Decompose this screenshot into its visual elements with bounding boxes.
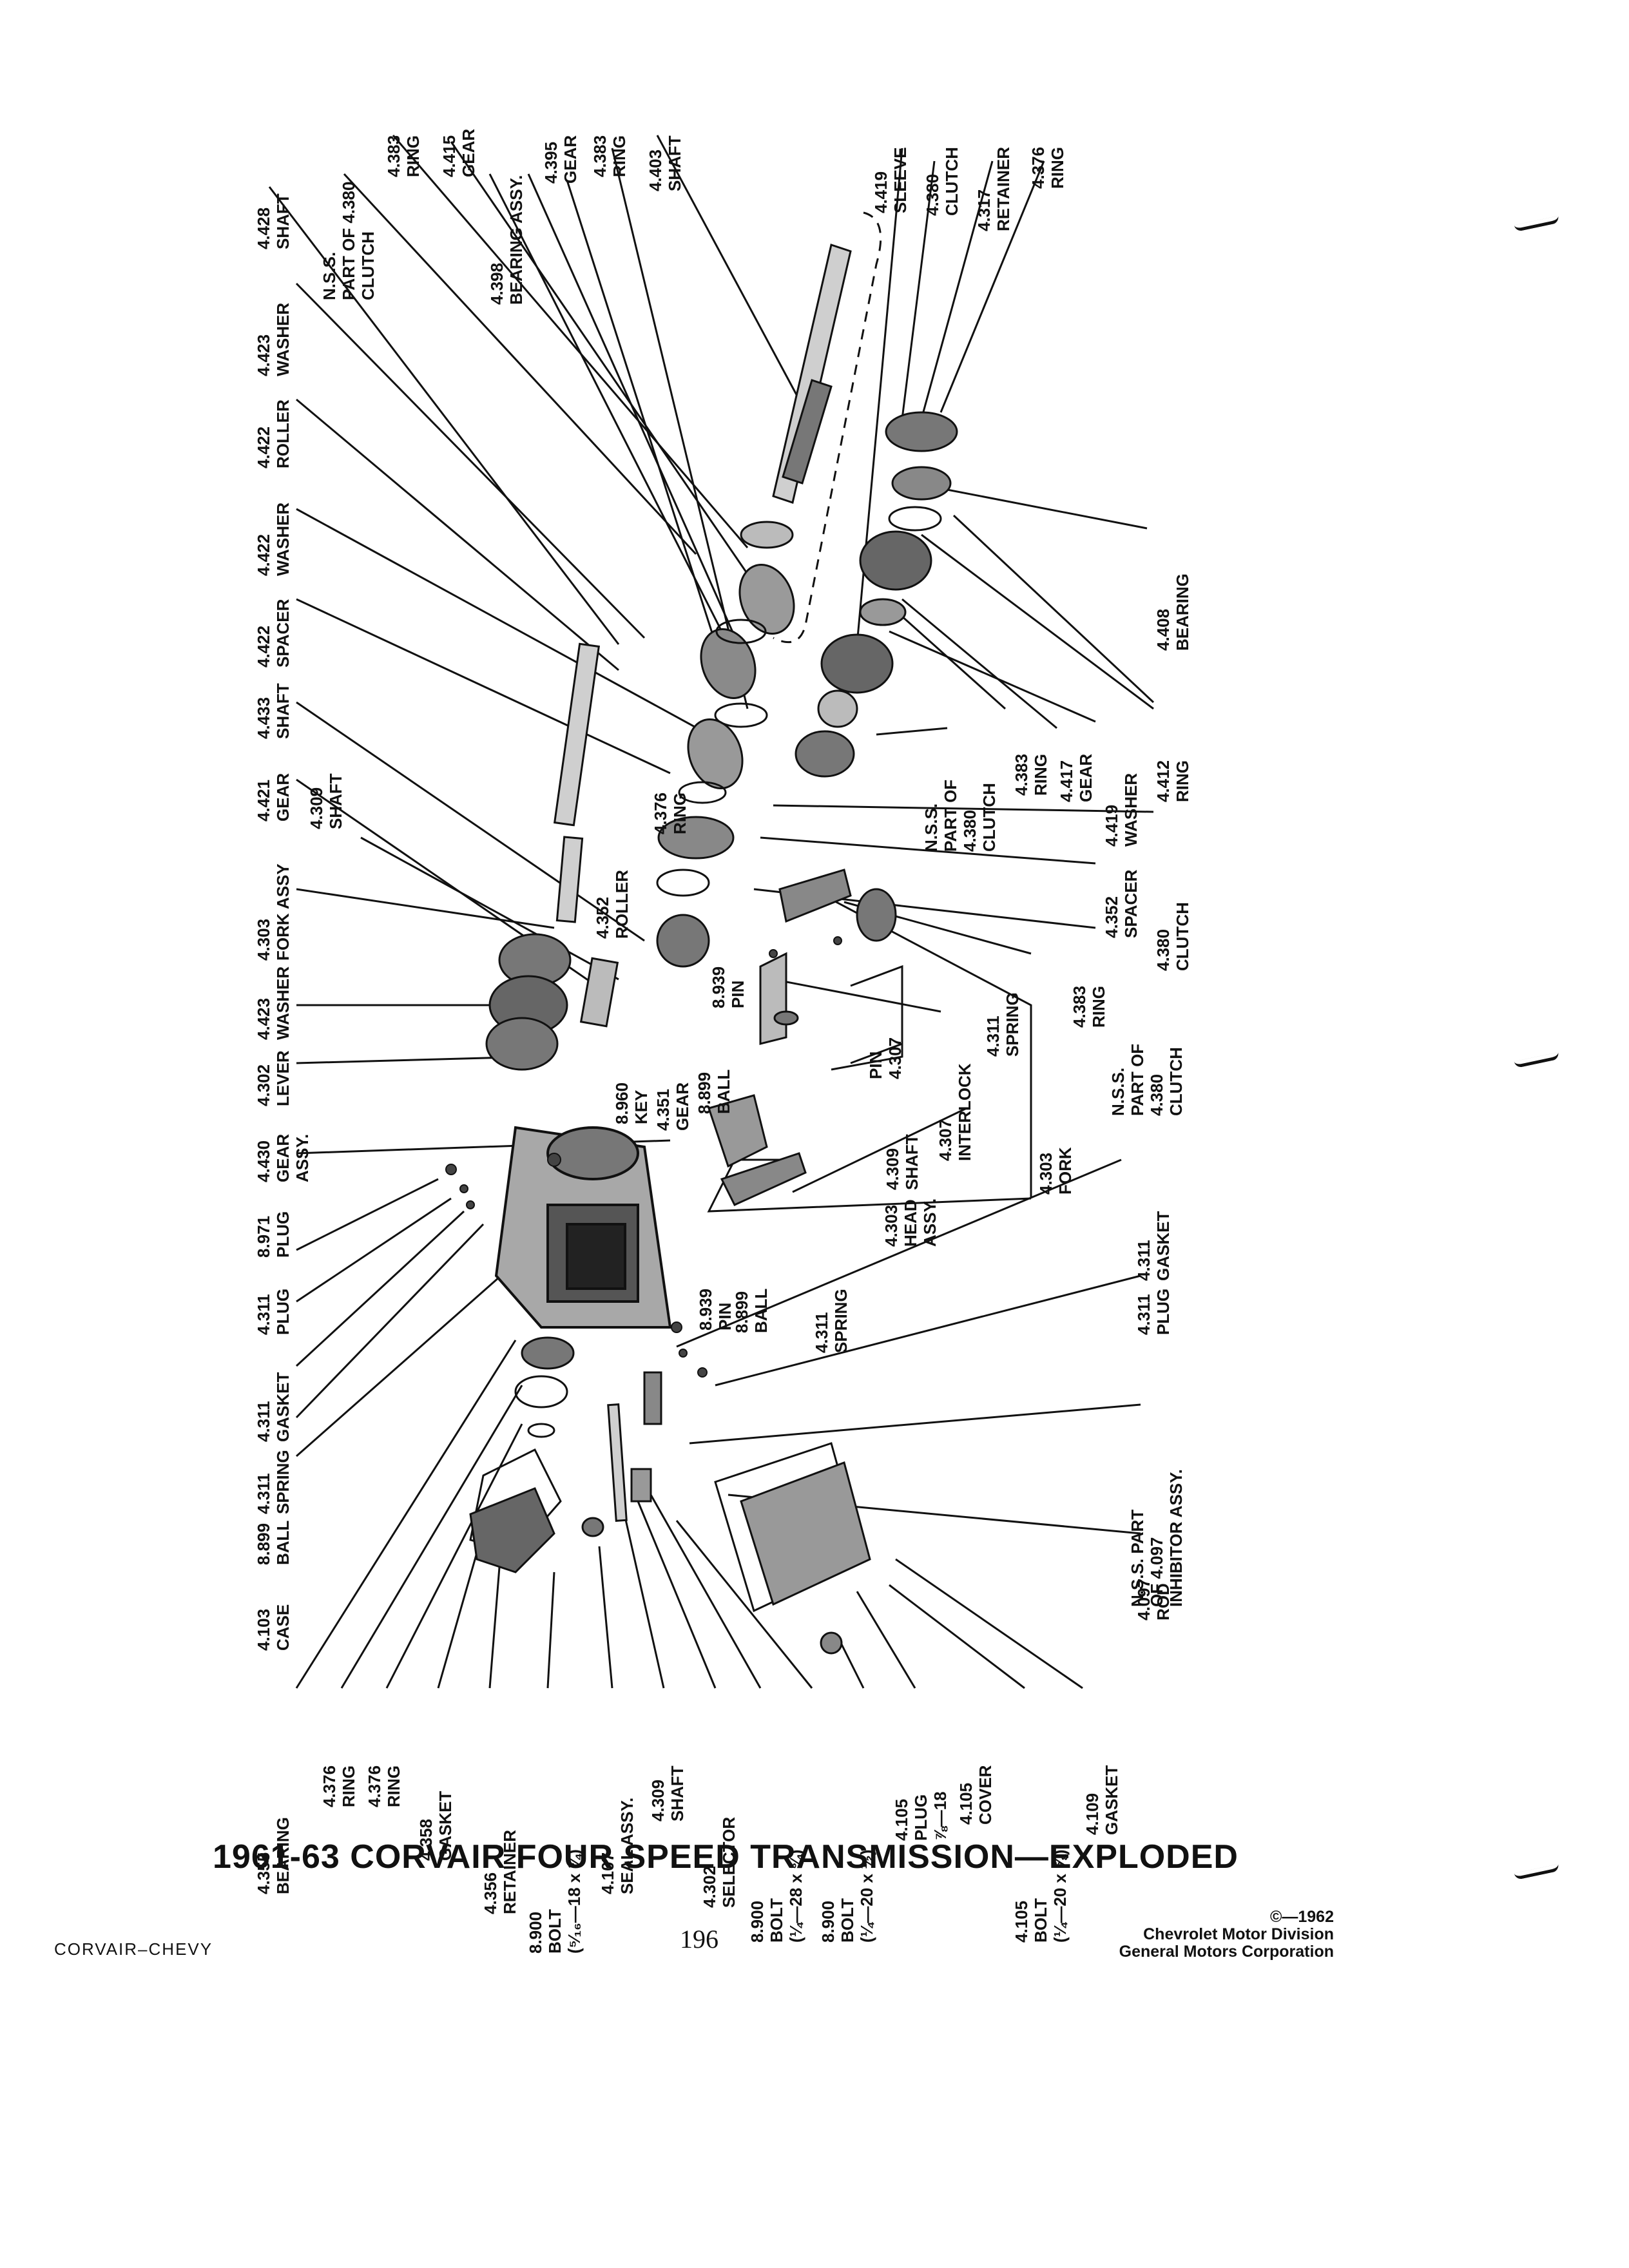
main-shaft <box>772 211 882 644</box>
transmission-case <box>494 1126 672 1329</box>
footer-left-text: CORVAIR–CHEVY <box>54 1939 213 1959</box>
copyright-block: ©—1962 Chevrolet Motor Division General … <box>1119 1908 1334 1961</box>
page-number: 196 <box>680 1925 718 1954</box>
figure-title: 1961-63 CORVAIR FOUR SPEED TRANSMISSION—… <box>213 1838 1239 1876</box>
